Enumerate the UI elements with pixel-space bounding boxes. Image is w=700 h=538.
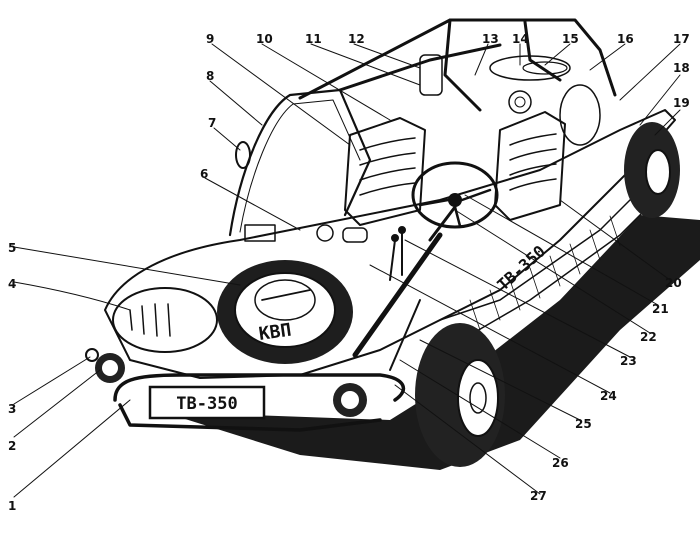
callout-24: 24 <box>600 389 617 403</box>
side-license-plate: ТВ-350 <box>493 242 549 295</box>
side-mirror <box>235 141 251 169</box>
callout-10: 10 <box>256 32 273 46</box>
callout-22: 22 <box>640 330 657 344</box>
callout-7: 7 <box>208 116 216 130</box>
callout-8: 8 <box>206 69 214 83</box>
callout-14: 14 <box>512 32 529 46</box>
windscreen-inner <box>239 99 361 233</box>
steering-linkage <box>352 232 443 358</box>
front-bumper: ТВ-350 <box>113 373 406 432</box>
callout-3: 3 <box>8 402 16 416</box>
callout-9: 9 <box>206 32 214 46</box>
roll-bar <box>298 18 617 112</box>
dashboard <box>244 224 368 243</box>
callout-15: 15 <box>562 32 579 46</box>
gear-levers <box>389 226 406 281</box>
callout-25: 25 <box>575 417 592 431</box>
callout-16: 16 <box>617 32 634 46</box>
callout-11: 11 <box>305 32 322 46</box>
callout-21: 21 <box>652 302 669 316</box>
leader-lines <box>13 43 681 498</box>
callout-26: 26 <box>552 456 569 470</box>
callout-1: 1 <box>8 499 16 513</box>
callout-17: 17 <box>673 32 690 46</box>
callout-5: 5 <box>8 241 16 255</box>
body-hull <box>104 109 676 379</box>
callout-19: 19 <box>673 96 690 110</box>
callout-18: 18 <box>673 61 690 75</box>
front-license-plate: ТВ-350 <box>176 394 237 414</box>
callout-12: 12 <box>348 32 365 46</box>
steering-wheel <box>411 161 499 242</box>
rear-wheel <box>624 122 680 218</box>
callout-6: 6 <box>200 167 208 181</box>
spare-wheel-emblem: КВП <box>258 320 293 345</box>
callout-2: 2 <box>8 439 16 453</box>
rear-deck <box>419 54 601 146</box>
windscreen-frame <box>228 88 372 237</box>
spare-wheel: КВП <box>217 260 353 364</box>
callout-27: 27 <box>530 489 547 503</box>
callout-13: 13 <box>482 32 499 46</box>
callout-20: 20 <box>665 276 682 290</box>
callout-4: 4 <box>8 277 16 291</box>
callout-labels: 1 2 3 4 5 6 7 8 9 10 11 12 13 14 15 16 1… <box>8 32 690 513</box>
headlights <box>85 348 367 417</box>
front-left-tyre <box>112 287 218 353</box>
callout-23: 23 <box>620 354 637 368</box>
